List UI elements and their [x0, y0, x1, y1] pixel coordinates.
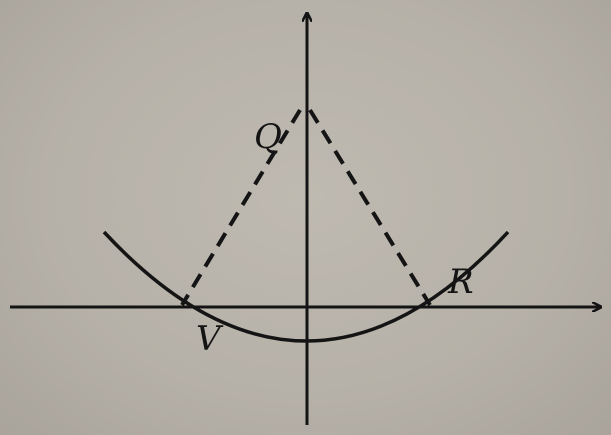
point-label-q: Q [254, 117, 282, 157]
point-label-v: V [196, 319, 224, 359]
point-label-r: R [447, 262, 474, 302]
dashed-segment-q-right [308, 108, 432, 307]
parabola-curve [102, 230, 510, 343]
dashed-segment-q-left [180, 108, 302, 307]
